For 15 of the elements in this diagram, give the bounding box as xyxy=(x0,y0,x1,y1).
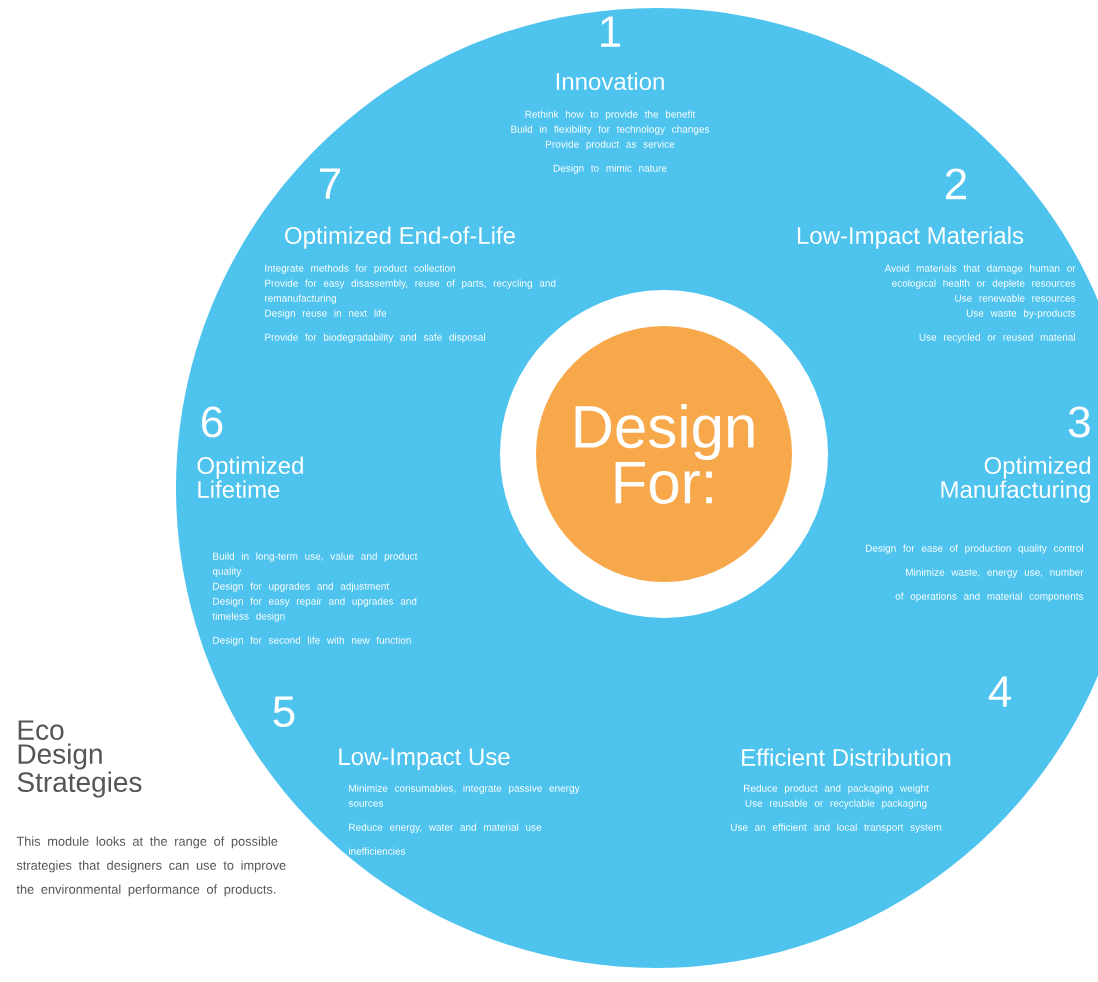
segment-heading: Low-Impact Use xyxy=(339,748,510,770)
segment-number: 2 xyxy=(946,168,967,200)
segment-number: 3 xyxy=(1068,406,1090,438)
segment-number: 5 xyxy=(273,696,295,728)
segment-heading: Low-Impact Materials xyxy=(797,226,1024,249)
segment-number: 7 xyxy=(320,168,341,199)
segment-number: 6 xyxy=(202,406,223,438)
segment-heading: Efficient Distribution xyxy=(742,748,951,766)
segment-number: 4 xyxy=(988,676,1011,707)
segment-number: 1 xyxy=(601,16,621,47)
segment-heading: Optimized Lifetime xyxy=(197,456,303,498)
segment-heading: Optimized End-of-Life xyxy=(285,226,515,249)
segment-heading: Optimized Manufacturing xyxy=(941,456,1091,503)
title: Eco Design Strategies xyxy=(17,720,142,798)
segment-heading: Innovation xyxy=(556,72,664,90)
